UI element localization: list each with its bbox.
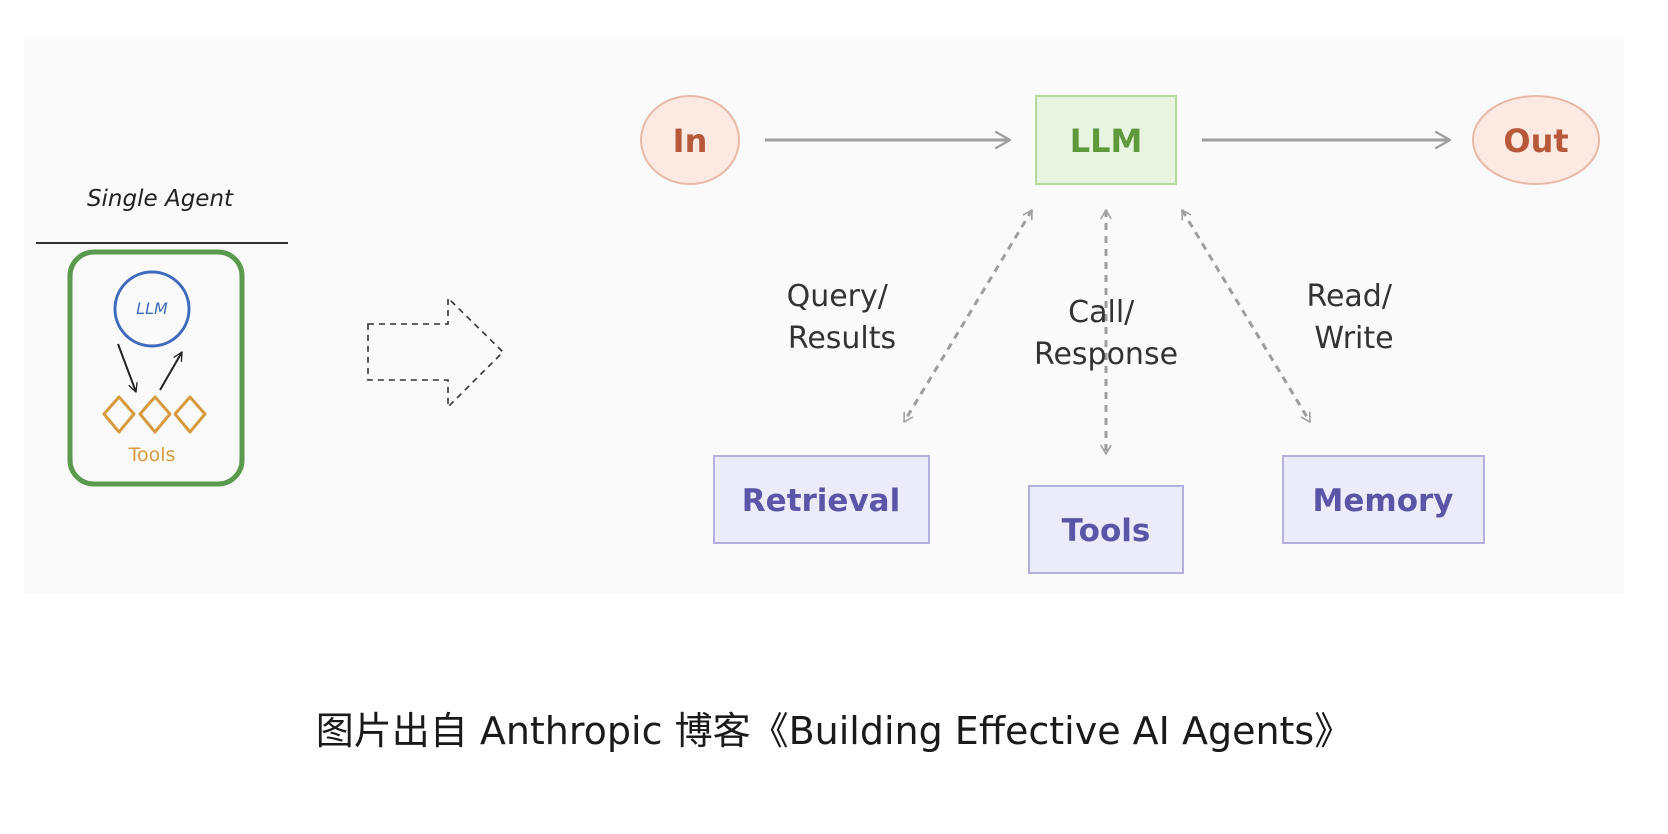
tools-edge-label: Call/ Response [1034,295,1178,372]
memory-label: Memory [1313,483,1454,519]
agent-container [67,249,245,487]
tool-diamond-icon [173,395,207,434]
llm-node [1035,95,1177,185]
llm-sketch-label: LLM [136,299,168,318]
llm-memory-arrow [1180,209,1312,423]
sketch-arrow-down [117,343,138,393]
tools-sketch-label: Tools [128,444,176,466]
retrieval-label: Retrieval [742,483,900,519]
tool-diamond-icon [102,395,136,434]
retrieval-node [713,455,930,544]
memory-node [1282,455,1485,544]
tools-node [1028,485,1184,574]
llm-label: LLM [1070,122,1143,160]
single-agent-title: Single Agent [87,186,234,212]
figure-caption: 图片出自 Anthropic 博客《Building Effective AI … [315,709,1353,753]
tools-label: Tools [1062,513,1151,549]
input-node [640,95,740,185]
output-label: Out [1503,122,1568,160]
sketch-arrow-up [159,351,183,391]
augmented-llm-diagram: Single Agent LLM Tools In LLM Out Query/… [36,95,1600,574]
llm-retrieval-arrow [902,209,1034,423]
tool-diamond-icon [138,395,172,434]
input-label: In [673,122,708,160]
output-node [1472,95,1600,185]
retrieval-edge-label: Query/ Results [787,279,898,356]
transition-arrow-icon [367,296,505,409]
llm-circle-sketch [113,270,191,348]
memory-edge-label: Read/ Write [1306,279,1401,356]
